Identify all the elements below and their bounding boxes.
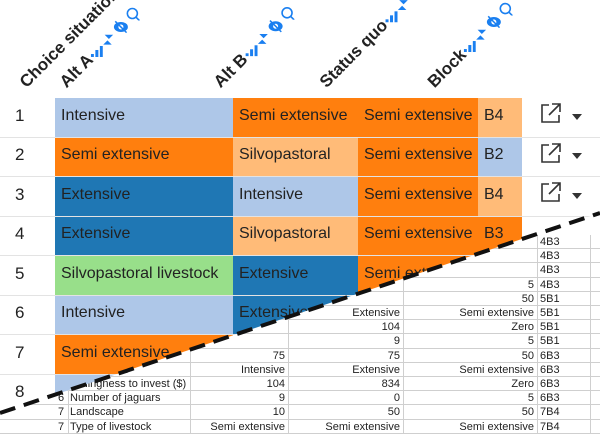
dashed-divider (0, 0, 600, 426)
